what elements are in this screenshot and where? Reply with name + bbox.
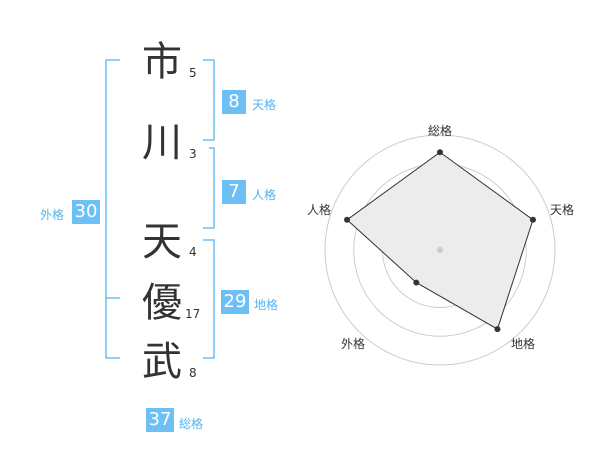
- stroke-count-3: 4: [189, 245, 197, 259]
- radar-label-jinkaku: 人格: [307, 203, 332, 217]
- radar-points: [344, 149, 536, 333]
- stroke-count-2: 3: [189, 147, 197, 161]
- tenkaku-label: 天格: [252, 98, 277, 112]
- chikaku-value: 29: [221, 290, 249, 314]
- radar-point-1: [437, 149, 443, 156]
- radar-point-4: [413, 279, 420, 286]
- chikaku-label: 地格: [254, 298, 279, 312]
- radar-point-5: [344, 216, 351, 223]
- radar-ring-4: [324, 134, 556, 366]
- stroke-count-4: 17: [185, 307, 201, 321]
- stroke-count-5: 8: [189, 366, 197, 380]
- radar-label-soukaku: 総格: [428, 124, 453, 138]
- stroke-count-1: 5: [189, 66, 197, 80]
- soukaku-value: 37: [146, 408, 174, 432]
- jinkaku-value: 7: [222, 180, 246, 204]
- tenkaku-value: 8: [222, 90, 246, 114]
- soukaku-label: 総格: [179, 417, 204, 431]
- radar-point-2: [529, 216, 536, 223]
- radar-polygon: [346, 151, 534, 330]
- radar-center: [437, 247, 443, 253]
- name-char-4: 優: [142, 280, 182, 326]
- radar-label-gaikaku: 外格: [341, 337, 366, 351]
- radar-label-tenkaku: 天格: [550, 203, 575, 217]
- jinkaku-label: 人格: [252, 188, 277, 202]
- radar-label-chikaku: 地格: [511, 337, 536, 351]
- name-char-2: 川: [142, 120, 182, 166]
- radar-point-3: [494, 326, 501, 333]
- name-char-5: 武: [142, 339, 182, 385]
- name-char-1: 市: [142, 39, 182, 85]
- name-char-3: 天: [142, 219, 182, 265]
- gaikaku-label: 外格: [40, 208, 65, 222]
- gaikaku-value: 30: [72, 200, 100, 224]
